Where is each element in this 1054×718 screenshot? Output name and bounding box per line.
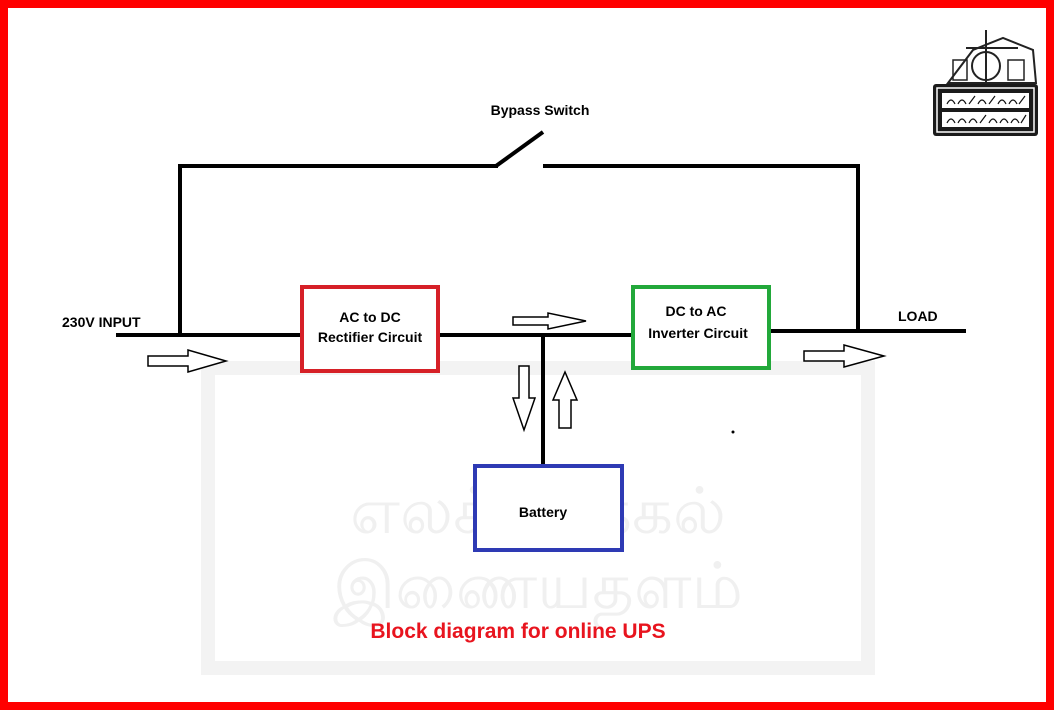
diagram-title: Block diagram for online UPS [370,620,665,643]
flow-arrow-icon [511,365,537,433]
flow-arrow-icon [512,312,587,330]
inverter-label-line2: Inverter Circuit [648,325,748,341]
inverter-box [631,285,771,370]
battery-label: Battery [519,504,567,520]
battery-box [473,464,624,552]
rectifier-label-line1: AC to DC [339,309,400,325]
ups-block-diagram: எலக்ட்ரிக்கல் இணையதளம் AC to DC Rectifie… [62,30,1038,675]
rectifier-box [300,285,440,373]
flow-arrow-icon [147,349,229,373]
flow-arrow-icon [803,344,887,368]
bypass-switch-blade [494,130,545,168]
stray-dot [731,430,735,434]
input-label: 230V INPUT [62,314,141,330]
load-label: LOAD [898,308,938,324]
rectifier-label-line2: Rectifier Circuit [318,329,423,345]
logo-emblem-icon [933,30,1038,136]
watermark-line-2: இணையதளம் [333,550,743,629]
inverter-label-line1: DC to AC [666,303,727,319]
flow-arrow-icon [551,370,579,429]
bypass-switch-label: Bypass Switch [491,102,590,118]
circuit-wires [116,130,966,466]
